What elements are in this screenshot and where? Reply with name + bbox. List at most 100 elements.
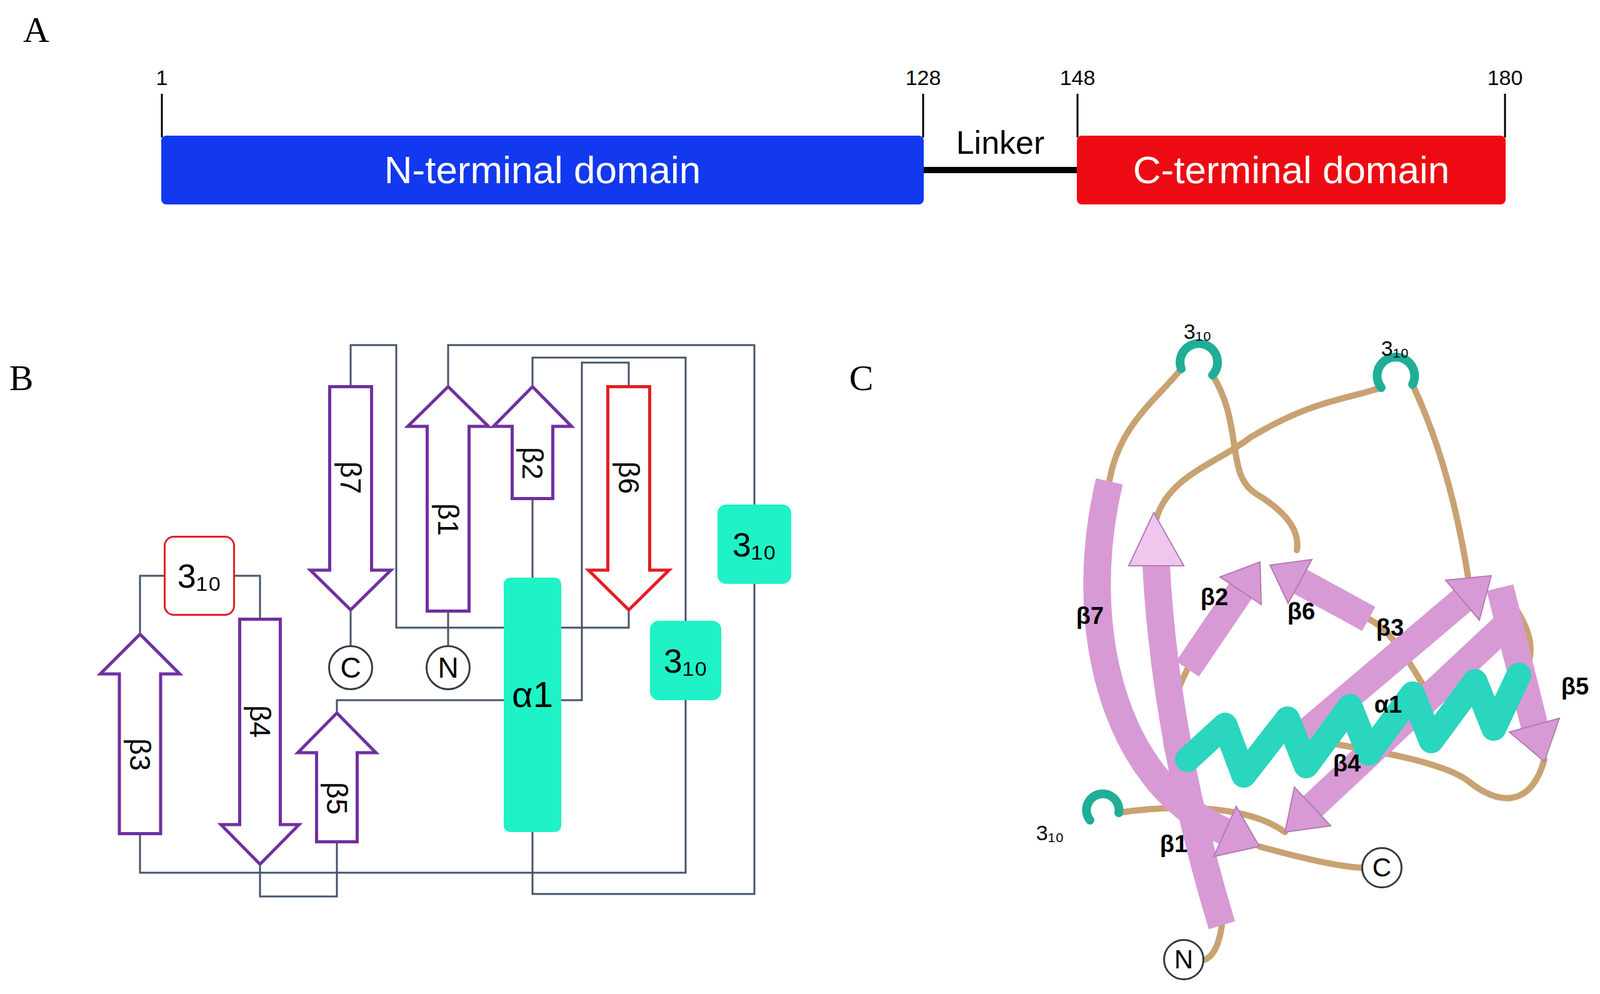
text-label: α1 — [1374, 692, 1403, 717]
domain-bar: C-terminal domain — [1076, 135, 1506, 205]
tick — [1076, 93, 1079, 138]
text-label: β4 — [1333, 751, 1361, 775]
strand-label: β4 — [245, 704, 275, 737]
text-label: β1 — [1160, 831, 1188, 856]
text-label: β6 — [1287, 599, 1315, 624]
beta-strand: β3 — [98, 632, 182, 835]
strand-outline — [588, 386, 670, 610]
loop — [1212, 375, 1298, 550]
domain-bar: N-terminal domain — [161, 135, 924, 205]
beta-strand: β7 — [308, 385, 393, 612]
terminus-circle: C — [328, 645, 374, 690]
panel-letter: B — [9, 360, 34, 397]
turn — [1086, 793, 1119, 820]
loop — [1412, 384, 1469, 582]
connector — [140, 575, 164, 633]
domain-label: C-terminal domain — [1133, 150, 1450, 190]
node-label: C — [340, 653, 361, 682]
beta-strand: β4 — [219, 617, 301, 866]
node-label: α1 — [511, 676, 554, 713]
strand-outline — [298, 713, 377, 842]
node-label: 3₁₀ — [732, 527, 777, 562]
helix-310-box: 3₁₀ — [650, 620, 722, 700]
text-label: 3₁₀ — [1381, 337, 1410, 359]
text-label: 1 — [156, 66, 169, 89]
loop — [1259, 846, 1362, 868]
strand-head — [1213, 806, 1260, 857]
strand-arrow — [491, 385, 574, 500]
alpha-helix-box: α1 — [503, 577, 562, 832]
beta-strand: β5 — [296, 711, 378, 844]
panel-letter: A — [23, 11, 50, 49]
tick — [922, 93, 925, 138]
strand-arrow — [219, 617, 301, 866]
connector — [336, 362, 629, 712]
turn — [1180, 343, 1218, 375]
text-label: β5 — [1561, 674, 1589, 699]
strand-head — [1128, 512, 1184, 566]
text-label: β3 — [1376, 615, 1404, 640]
connector — [350, 611, 352, 645]
connector — [447, 612, 450, 645]
strand-head — [1285, 786, 1331, 832]
beta-strand: β2 — [491, 385, 574, 500]
loop — [1205, 925, 1222, 960]
edge-label: Linker — [953, 126, 1048, 159]
strand-outline — [310, 386, 392, 610]
strand-arrow — [406, 385, 490, 613]
linker-line — [923, 166, 1077, 174]
alpha-helix — [1187, 675, 1519, 775]
turn — [1376, 356, 1415, 388]
helix-310-box: 3₁₀ — [717, 504, 792, 584]
tick — [161, 93, 164, 138]
text-label: 180 — [1487, 66, 1524, 89]
terminus-circle: C — [1361, 846, 1403, 889]
strand-arrow — [308, 385, 393, 612]
strand-label: β2 — [518, 446, 547, 480]
text-label: 3₁₀ — [1183, 320, 1212, 342]
node-label: N — [1174, 946, 1194, 973]
strand-label: β6 — [614, 461, 644, 494]
strand-label: β5 — [322, 781, 352, 814]
strand-arrow — [586, 385, 671, 612]
strand-arrow — [98, 632, 182, 835]
ticks — [161, 93, 1505, 138]
node-label: 3₁₀ — [663, 643, 709, 678]
connector — [350, 345, 629, 628]
connector — [532, 583, 755, 894]
strand-arrow — [296, 711, 378, 844]
loop — [1109, 368, 1182, 482]
strand-head — [1270, 559, 1312, 604]
beta-strand: β1 — [406, 385, 490, 613]
node-label: N — [437, 653, 459, 682]
strand-label: β3 — [125, 738, 155, 771]
strand-label: β7 — [336, 461, 365, 494]
text-label: β2 — [1200, 585, 1229, 609]
connector — [448, 345, 755, 505]
strand-head — [1509, 718, 1560, 762]
text-label: 148 — [1060, 66, 1096, 89]
strand-label: β1 — [433, 503, 463, 536]
node-label: 3₁₀ — [177, 558, 222, 593]
beta-strand: β6 — [586, 385, 671, 612]
strands — [1096, 481, 1535, 925]
helix-310-box: 3₁₀ — [163, 535, 235, 616]
strand-outline — [408, 386, 489, 612]
node-label: C — [1372, 854, 1392, 881]
strand-head — [1445, 575, 1492, 620]
strand-outline — [493, 386, 572, 499]
terminus-circle: N — [1163, 938, 1205, 980]
text-label: β7 — [1076, 603, 1104, 628]
text-label: 128 — [905, 66, 942, 89]
domain-label: N-terminal domain — [384, 150, 702, 190]
connector — [235, 575, 260, 618]
loop — [1156, 387, 1382, 519]
strand-outline — [100, 634, 180, 834]
terminus-circle: N — [425, 645, 471, 690]
text-label: 3₁₀ — [1036, 821, 1065, 844]
connector — [531, 500, 534, 578]
strand-outline — [221, 619, 300, 865]
connector — [140, 700, 686, 873]
panel-letter: C — [849, 360, 874, 397]
